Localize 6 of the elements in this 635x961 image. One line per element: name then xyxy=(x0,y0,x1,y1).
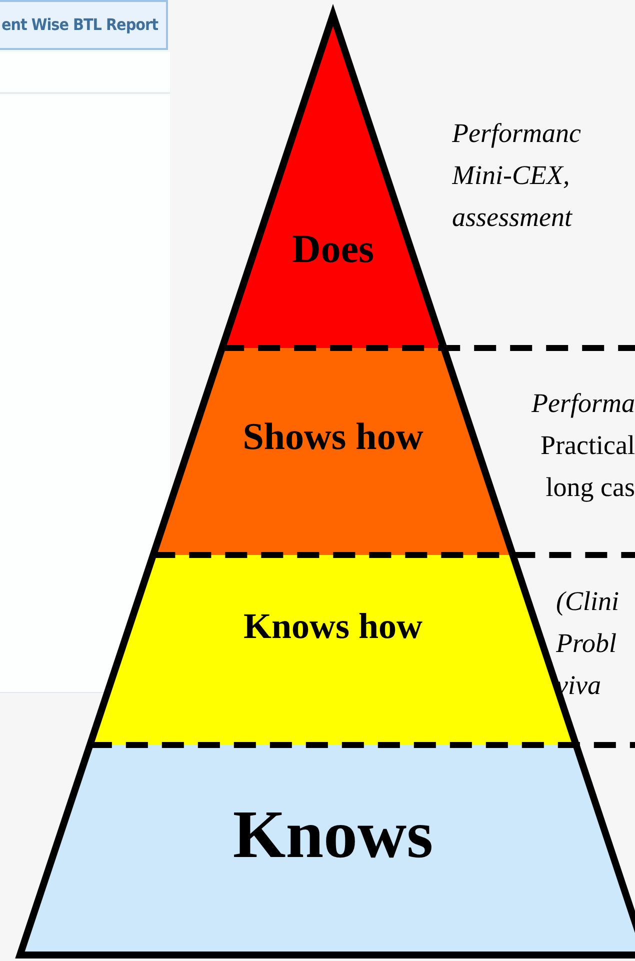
report-button: ent Wise BTL Report xyxy=(0,0,168,50)
level-label: Knows xyxy=(232,795,434,874)
assessment-note: Performanc Mini-CEX, assessment xyxy=(452,117,582,234)
assessment-note: Performa Practical long cas xyxy=(530,387,635,504)
level-label: Shows how xyxy=(242,415,424,459)
level-label: Does xyxy=(290,225,376,272)
